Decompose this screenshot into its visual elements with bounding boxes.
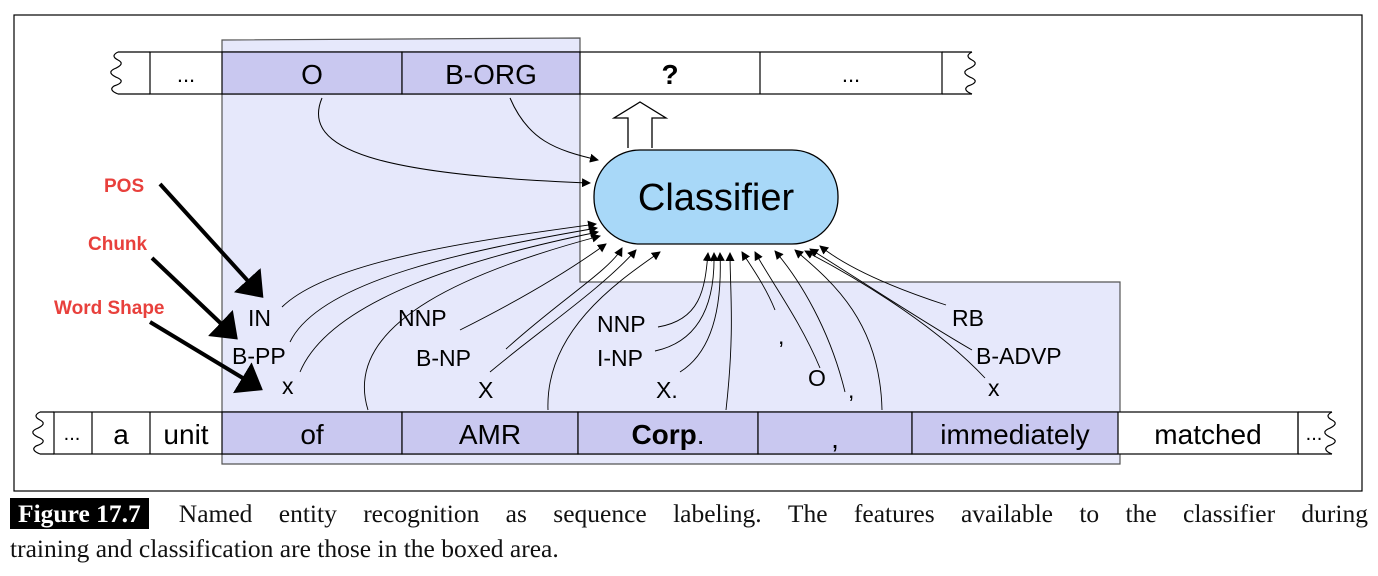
annotation-labels: POS Chunk Word Shape — [54, 176, 165, 319]
annotation-pos: POS — [104, 176, 144, 197]
feature-shape-of: x — [282, 373, 294, 399]
tag-text-b-org: B-ORG — [445, 59, 537, 90]
figure-caption: Figure 17.7 Named entity recognition as … — [10, 496, 1368, 566]
feature-pos-comma: , — [778, 323, 784, 349]
feature-shape-amr: X — [478, 377, 493, 403]
feature-pos-of: IN — [248, 305, 271, 331]
word-cell-immediately — [911, 411, 1119, 455]
feature-chunk-corp: I-NP — [597, 345, 643, 371]
feature-chunk-immediately: B-ADVP — [976, 343, 1062, 369]
ner-diagram: ... O B-ORG ? ... Classifier — [13, 14, 1363, 492]
word-cell-corp — [577, 411, 759, 455]
torn-edge-left-top — [110, 51, 122, 95]
feature-chunk-amr: B-NP — [416, 345, 471, 371]
feature-pos-immediately: RB — [952, 305, 984, 331]
classifier-box — [593, 149, 839, 245]
word-unit: unit — [163, 419, 208, 450]
word-cell-amr — [401, 411, 579, 455]
output-arrow — [611, 101, 669, 148]
annotation-chunk: Chunk — [88, 234, 148, 255]
tag-cell-b-org — [401, 51, 581, 95]
feature-chunk-of: B-PP — [232, 343, 286, 369]
word-cell-of — [221, 411, 403, 455]
caption-line-1: Named entity recognition as sequence lab… — [178, 499, 1368, 528]
tag-text-ellipsis-right: ... — [842, 62, 860, 87]
output-tag-row: ... O B-ORG ? ... — [110, 51, 976, 95]
word-amr: AMR — [459, 419, 521, 450]
feature-arrows — [281, 220, 986, 411]
word-corp: Corp. — [631, 419, 704, 450]
torn-edge-left-bottom — [32, 411, 44, 455]
word-ellipsis-left: ... — [64, 423, 81, 445]
word-ellipsis-right: ... — [1306, 423, 1323, 445]
word-comma: , — [831, 423, 839, 454]
feature-shape-immediately: x — [988, 375, 1000, 401]
tag-history-arrows — [317, 97, 599, 188]
word-of: of — [300, 419, 324, 450]
tag-text-ellipsis-left: ... — [177, 62, 195, 87]
feature-shape-corp: X. — [656, 377, 678, 403]
feature-shape2-comma: , — [848, 377, 854, 403]
annotation-word-shape: Word Shape — [54, 298, 165, 319]
torn-edge-right-top — [964, 51, 976, 95]
classifier-label: Classifier — [638, 177, 795, 219]
figure-frame — [13, 14, 1363, 492]
word-matched: matched — [1154, 419, 1261, 450]
caption-line-2: training and classification are those in… — [10, 534, 559, 563]
torn-edge-right-bottom — [1324, 411, 1336, 455]
caption-label: Figure 17.7 — [10, 498, 149, 529]
word-immediately: immediately — [940, 419, 1089, 450]
word-cell-comma — [757, 411, 913, 455]
tag-text-unknown: ? — [661, 59, 678, 90]
feature-shape-comma: O — [808, 365, 826, 391]
word-a: a — [113, 419, 129, 450]
feature-region — [221, 37, 1121, 465]
annotation-arrows — [148, 182, 264, 394]
feature-pos-corp: NNP — [597, 311, 646, 337]
feature-pos-amr: NNP — [398, 305, 447, 331]
tag-text-o: O — [301, 59, 323, 90]
word-row: ... a unit of AMR Corp. , immediately ma… — [32, 411, 1336, 455]
